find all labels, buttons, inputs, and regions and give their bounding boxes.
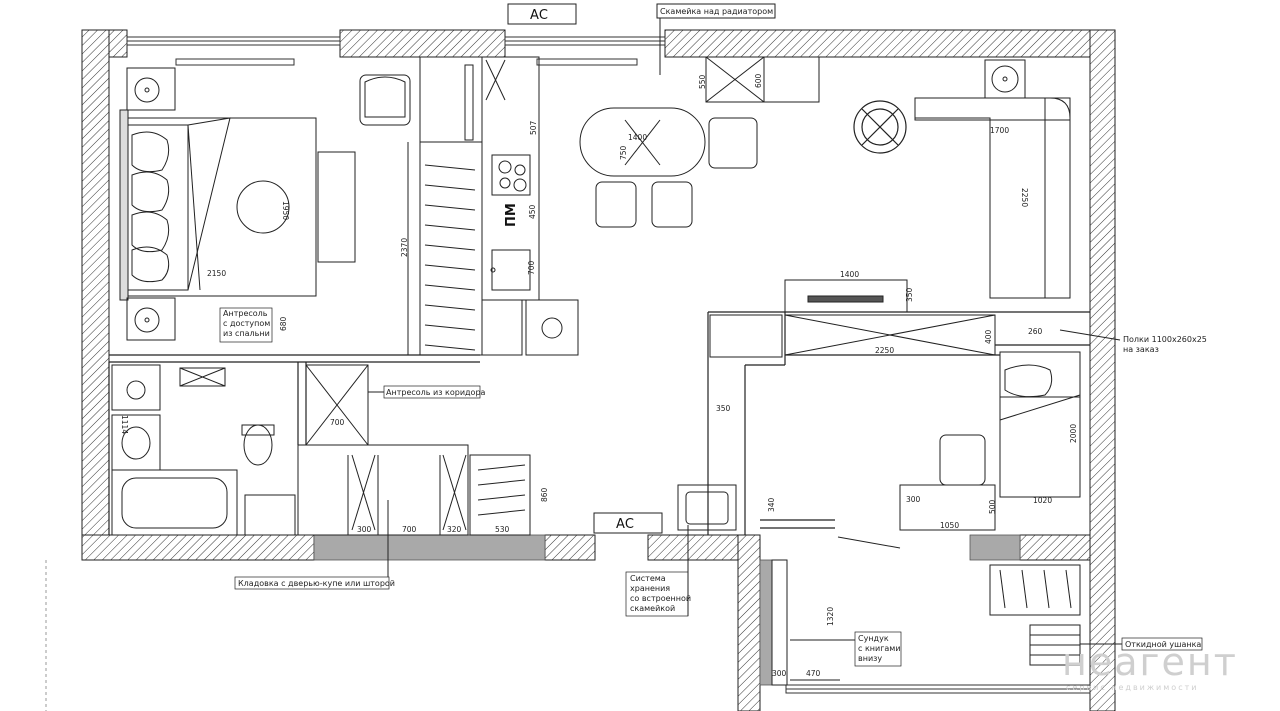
dim-350-hall: 350 — [716, 404, 731, 413]
dim-1400: 1400 — [628, 133, 647, 142]
dim-1400-tv: 1400 — [840, 270, 859, 279]
living-side-table — [984, 59, 1026, 99]
dim-2150: 2150 — [207, 269, 226, 278]
dim-1020: 1020 — [1033, 496, 1052, 505]
callout-bench: Скамейка над радиатором — [656, 3, 776, 75]
callout-bench-text: Скамейка над радиатором — [660, 7, 773, 16]
pm-label: ПМ — [504, 203, 519, 227]
dim-2000: 2000 — [1069, 424, 1078, 443]
dim-300-pantry: 300 — [357, 525, 372, 534]
hall-built-ins — [677, 314, 996, 531]
dim-750: 750 — [619, 145, 628, 160]
dim-500: 500 — [988, 499, 997, 514]
callout-pantry: Кладовка с дверью-купе или шторой — [234, 500, 395, 590]
dim-340: 340 — [767, 497, 776, 512]
bedroom-wardrobe — [407, 56, 483, 356]
bedroom-armchair — [359, 74, 411, 126]
outer-walls — [81, 29, 1116, 711]
dim-400: 400 — [984, 329, 993, 344]
dining-table — [579, 107, 758, 228]
nightstands — [126, 67, 176, 341]
dim-300-desk: 300 — [906, 495, 921, 504]
dim-320: 320 — [447, 525, 462, 534]
dim-470: 470 — [806, 669, 821, 678]
dim-860: 860 — [540, 487, 549, 502]
dim-550: 550 — [698, 74, 707, 89]
callout-folding-text: Откидной ушанка — [1125, 640, 1201, 649]
dim-1114: 1114 — [120, 415, 129, 434]
tv-stand — [784, 279, 908, 313]
dim-2250-sofa: 2250 — [1020, 188, 1029, 207]
ac-unit-bottom: АС — [593, 512, 663, 534]
watermark-brand: неагент — [1062, 640, 1238, 684]
dim-350-tv: 350 — [905, 287, 914, 302]
single-bed — [999, 351, 1081, 498]
dim-700-kitchen: 700 — [527, 260, 536, 275]
kitchen-units — [481, 56, 820, 356]
watermark-tagline: сервис недвижимости — [1066, 683, 1198, 692]
ac-unit-top: АС — [507, 3, 577, 25]
callout-mezzanine-corridor: Антресоль из коридора — [368, 385, 486, 399]
callout-pantry-text: Кладовка с дверью-купе или шторой — [238, 579, 395, 588]
callout-folding: Откидной ушанка — [1080, 637, 1203, 651]
dim-450: 450 — [528, 204, 537, 219]
dim-680: 680 — [279, 316, 288, 331]
dim-1950: 1950 — [281, 201, 290, 220]
balcony-furniture — [771, 536, 1081, 686]
corner-sofa — [914, 97, 1071, 299]
dim-700-pantry: 700 — [402, 525, 417, 534]
desk — [899, 434, 996, 531]
ac-label-bottom: АС — [616, 517, 634, 532]
dim-1700: 1700 — [990, 126, 1009, 135]
dim-600: 600 — [754, 73, 763, 88]
dim-2250-hall: 2250 — [875, 346, 894, 355]
dim-1050: 1050 — [940, 521, 959, 530]
double-bed — [119, 109, 356, 301]
dim-1320: 1320 — [826, 607, 835, 626]
watermark: неагент сервис недвижимости — [1062, 640, 1238, 692]
round-coffee-table — [853, 100, 907, 154]
ac-label-top: АС — [530, 8, 548, 23]
dim-260: 260 — [1028, 327, 1043, 336]
corridor-storage — [297, 364, 531, 536]
dimension-labels: 1400 750 550 600 507 450 700 1700 2250 1… — [120, 73, 1078, 678]
windows — [126, 36, 1091, 694]
dim-300-balcony: 300 — [772, 669, 787, 678]
dim-530: 530 — [495, 525, 510, 534]
dim-700-mezz: 700 — [330, 418, 345, 427]
callout-mezzanine-corridor-text: Антресоль из коридора — [386, 388, 486, 397]
dim-507: 507 — [529, 120, 538, 135]
dim-2370: 2370 — [400, 238, 409, 257]
bathroom-fixtures — [111, 364, 296, 536]
